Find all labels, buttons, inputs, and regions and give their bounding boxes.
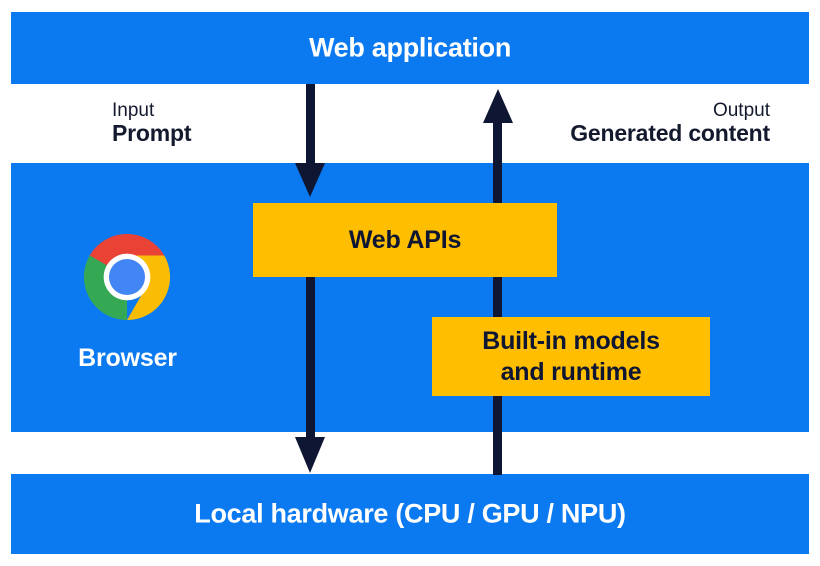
band-web-application-label: Web application xyxy=(308,32,512,63)
annotation-output-value: Generated content xyxy=(570,120,770,147)
box-built-in-models-line2: and runtime xyxy=(500,357,642,386)
box-web-apis: Web APIs xyxy=(253,203,557,277)
annotation-output-kicker: Output xyxy=(712,100,770,121)
arrow-down-head-bottom-icon xyxy=(295,437,325,473)
box-web-apis-label: Web APIs xyxy=(348,225,462,254)
box-built-in-models: Built-in models and runtime xyxy=(432,317,710,396)
band-web-application: Web application xyxy=(11,12,809,84)
annotation-input-kicker: Input xyxy=(112,100,155,121)
annotation-input: Input Prompt xyxy=(112,100,192,147)
arrow-down-segment-icon xyxy=(306,277,315,442)
band-local-hardware-label: Local hardware (CPU / GPU / NPU) xyxy=(194,498,626,529)
annotation-output: Output Generated content xyxy=(570,100,770,147)
box-built-in-models-line1: Built-in models xyxy=(482,327,660,355)
band-browser-label: Browser xyxy=(78,344,177,372)
box-built-in-models-label: Built-in models and runtime xyxy=(482,326,660,387)
arrow-up-head-icon xyxy=(483,89,513,123)
chrome-logo-icon xyxy=(83,233,171,321)
annotation-input-value: Prompt xyxy=(112,120,192,147)
arrow-down-icon xyxy=(306,84,315,178)
arrow-down-head-icon xyxy=(295,163,325,197)
arrow-up-segment-icon xyxy=(493,396,502,475)
band-local-hardware: Local hardware (CPU / GPU / NPU) xyxy=(11,474,809,554)
